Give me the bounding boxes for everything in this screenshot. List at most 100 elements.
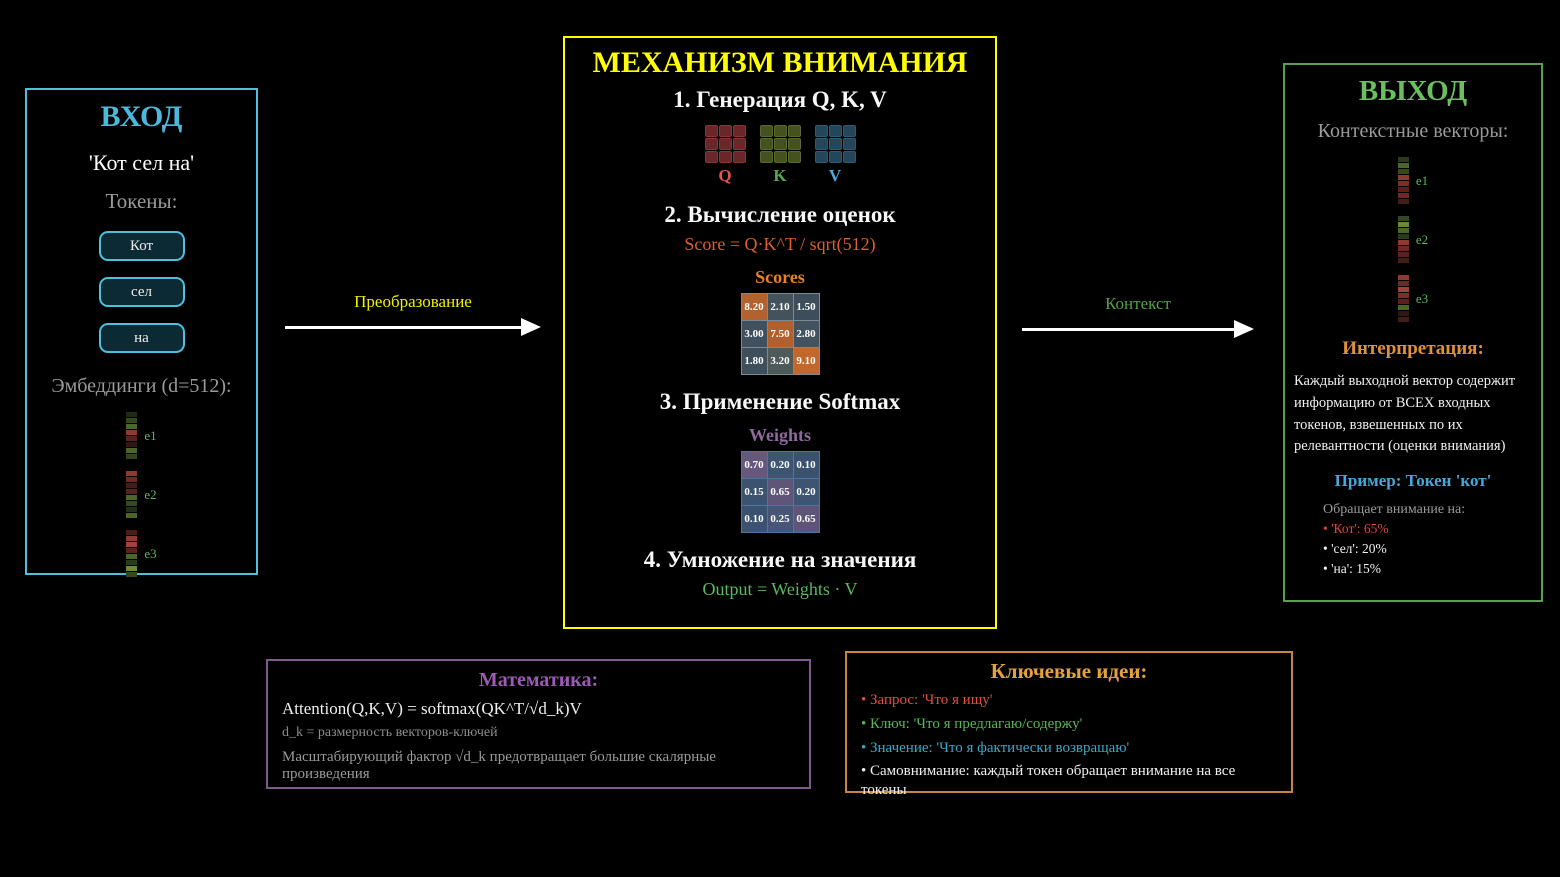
matrix-cell: 0.20 xyxy=(793,479,819,505)
transform-arrow: Преобразование xyxy=(285,292,541,336)
qkv-cell xyxy=(704,125,718,137)
qkv-label: K xyxy=(773,166,787,185)
interpretation-title: Интерпретация: xyxy=(1342,338,1484,359)
qkv-cell xyxy=(732,151,746,163)
strip-cell xyxy=(126,489,138,494)
vector-label: e3 xyxy=(1415,290,1429,306)
step1-heading: 1. Генерация Q, K, V xyxy=(673,87,887,112)
matrix-cell: 3.00 xyxy=(741,321,767,347)
qkv-label: V xyxy=(828,166,842,185)
strip-cell xyxy=(126,548,138,553)
strip-cell xyxy=(126,560,138,565)
matrix-cell: 1.80 xyxy=(741,348,767,374)
strip-cell xyxy=(1397,222,1409,227)
strip-cell xyxy=(126,536,138,541)
qkv-cell xyxy=(787,151,801,163)
strip-cell xyxy=(126,513,138,518)
token-chip: на xyxy=(98,323,185,353)
output-vectors: e1 e2 e3 xyxy=(1397,157,1429,322)
embedding-strip: e3 xyxy=(126,530,157,577)
attention-example-block: Обращает внимание на: • 'Кот': 65%• 'сел… xyxy=(1323,502,1503,578)
qkv-cell xyxy=(828,125,842,137)
bullet-item: • 'на': 15% xyxy=(1323,560,1382,576)
qkv-cell xyxy=(732,125,746,137)
strip-cell xyxy=(126,477,138,482)
vector-label: e1 xyxy=(144,427,157,443)
output-title: ВЫХОД xyxy=(1358,75,1468,107)
vector-label: e2 xyxy=(144,486,157,502)
tokens-label: Токены: xyxy=(105,189,178,213)
qkv-grid xyxy=(814,125,856,163)
qkv-cell xyxy=(718,138,732,150)
qkv-cell xyxy=(759,125,773,137)
strip-cell xyxy=(126,542,138,547)
vector-label: e2 xyxy=(1415,231,1429,247)
strip-cell xyxy=(126,471,138,476)
matrix-k: K xyxy=(759,125,801,186)
strip-cell xyxy=(126,424,138,429)
key-ideas-box: Ключевые идеи: • Запрос: 'Что я ищу'• Кл… xyxy=(845,651,1293,798)
qkv-cell xyxy=(842,151,856,163)
strip-cell xyxy=(1397,163,1409,168)
example-title: Пример: Токен 'кот' xyxy=(1334,471,1492,490)
matrix-cell: 0.65 xyxy=(767,479,793,505)
strip-cell xyxy=(1397,299,1409,304)
matrix-cell: 0.25 xyxy=(767,506,793,532)
matrix-v: V xyxy=(814,125,856,186)
qkv-cell xyxy=(759,151,773,163)
weights-label: Weights xyxy=(748,425,811,445)
interpretation-text: Каждый выходной вектор содержит информац… xyxy=(1294,373,1516,455)
context-arrow-label: Контекст xyxy=(1105,294,1171,313)
strip-cell xyxy=(1397,187,1409,192)
input-embeddings: e1 e2 e3 xyxy=(126,412,157,577)
qkv-cell xyxy=(814,125,828,137)
bullet-item: • Запрос: 'Что я ищу' xyxy=(861,692,993,708)
strip-cell xyxy=(126,483,138,488)
matrix-cell: 7.50 xyxy=(767,321,793,347)
step3-heading: 3. Применение Softmax xyxy=(659,389,901,414)
arrowhead-icon xyxy=(521,318,541,336)
strip-cell xyxy=(1397,258,1409,263)
embedding-strip: e3 xyxy=(1397,275,1429,322)
context-vectors-label: Контекстные векторы: xyxy=(1317,120,1509,142)
strip-cell xyxy=(1397,199,1409,204)
matrix-cell: 2.80 xyxy=(793,321,819,347)
embedding-strip: e1 xyxy=(1397,157,1429,204)
strip-cell xyxy=(126,412,138,417)
attention-title: МЕХАНИЗМ ВНИМАНИЯ xyxy=(592,46,968,79)
strip-cell xyxy=(1397,275,1409,280)
strip-cell xyxy=(126,418,138,423)
strip-cell xyxy=(126,566,138,571)
strip-cell xyxy=(1397,252,1409,257)
bullet-item: • Значение: 'Что я фактически возвращаю' xyxy=(861,739,1130,756)
matrix-cell: 3.20 xyxy=(767,348,793,374)
strip-cell xyxy=(1397,246,1409,251)
strip-cell xyxy=(126,436,138,441)
strip-cell xyxy=(126,442,138,447)
strip-cells xyxy=(126,471,138,518)
qkv-cell xyxy=(704,138,718,150)
matrix-cell: 9.10 xyxy=(793,348,819,374)
strip-cell xyxy=(1397,157,1409,162)
strip-cell xyxy=(1397,240,1409,245)
qkv-cell xyxy=(773,125,787,137)
matrix-cell: 8.20 xyxy=(741,294,767,320)
qkv-cell xyxy=(787,125,801,137)
attention-formula: Attention(Q,K,V) = softmax(QK^T/√d_k)V xyxy=(282,699,582,718)
strip-cell xyxy=(126,495,138,500)
qkv-cell xyxy=(828,151,842,163)
ideas-title: Ключевые идеи: xyxy=(990,659,1148,683)
transform-arrow-label: Преобразование xyxy=(354,292,472,311)
strip-cell xyxy=(126,530,138,535)
strip-cell xyxy=(1397,193,1409,198)
vector-label: e1 xyxy=(1415,172,1429,188)
qkv-cell xyxy=(787,138,801,150)
strip-cell xyxy=(1397,311,1409,316)
strip-cell xyxy=(1397,228,1409,233)
attention-distribution: • 'Кот': 65%• 'сел': 20%• 'на': 15% xyxy=(1323,521,1503,578)
scaling-note: Масштабирующий фактор √d_k предотвращает… xyxy=(282,749,716,782)
